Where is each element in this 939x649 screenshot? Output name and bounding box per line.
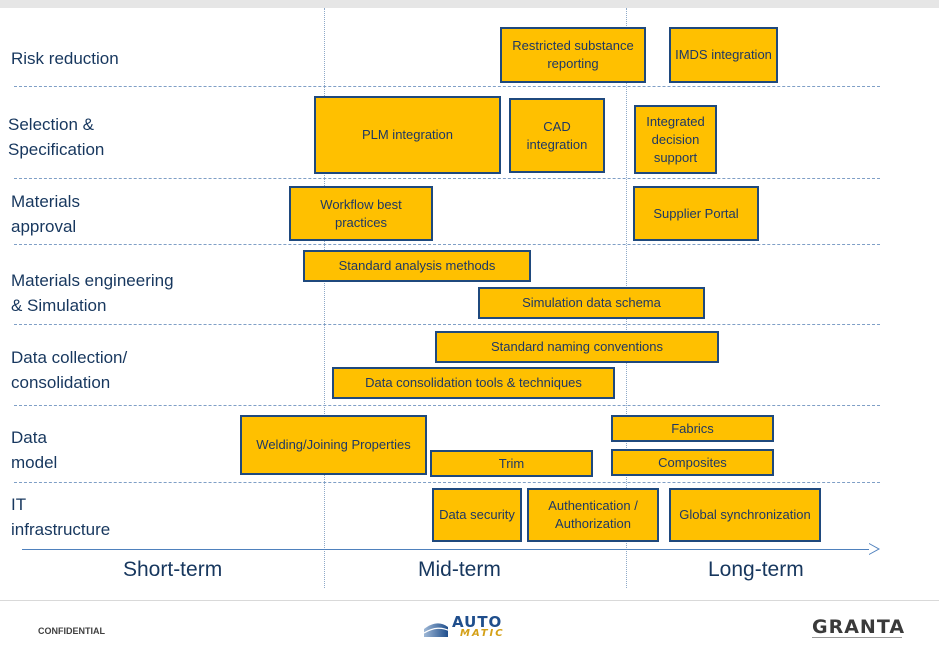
box-trim: Trim	[430, 450, 593, 477]
row-label-it-infrastructure: IT infrastructure	[11, 495, 111, 539]
row-separator	[14, 324, 880, 325]
footer-divider	[0, 600, 939, 601]
timeline-mid-term: Mid-term	[418, 558, 501, 581]
logo-granta-text: GRANTA	[812, 616, 906, 638]
box-welding-joining-properties: Welding/Joining Properties	[240, 415, 427, 475]
box-simulation-data-schema: Simulation data schema	[478, 287, 705, 319]
granta-logo-underline	[812, 637, 902, 638]
logo-matic-text: MATIC	[460, 628, 505, 639]
box-restricted-substance-reporting: Restricted substance reporting	[500, 27, 646, 83]
short-mid-divider	[324, 8, 325, 588]
timeline-long-term: Long-term	[708, 558, 804, 581]
top-bar	[0, 0, 939, 8]
granta-logo: GRANTA	[812, 616, 912, 640]
row-separator	[14, 178, 880, 179]
box-plm-integration: PLM integration	[314, 96, 501, 174]
row-label-data-model: Data model	[11, 428, 58, 472]
row-label-materials-engineering: Materials engineering & Simulation	[11, 271, 174, 315]
box-standard-analysis-methods: Standard analysis methods	[303, 250, 531, 282]
timeline-short-term: Short-term	[123, 558, 223, 581]
box-standard-naming-conventions: Standard naming conventions	[435, 331, 719, 363]
timeline-axis	[22, 549, 872, 550]
row-separator	[14, 86, 880, 87]
row-separator	[14, 405, 880, 406]
box-workflow-best-practices: Workflow best practices	[289, 186, 433, 241]
row-label-selection-specification: Selection & Specification	[8, 115, 105, 159]
automatic-logo: AUTO MATIC	[423, 613, 524, 641]
box-fabrics: Fabrics	[611, 415, 774, 442]
row-separator	[14, 482, 880, 483]
row-label-data-collection: Data collection/ consolidation	[11, 348, 128, 392]
row-label-risk-reduction: Risk reduction	[11, 49, 119, 68]
box-global-synchronization: Global synchronization	[669, 488, 821, 542]
box-composites: Composites	[611, 449, 774, 476]
box-supplier-portal: Supplier Portal	[633, 186, 759, 241]
row-separator	[14, 244, 880, 245]
box-imds-integration: IMDS integration	[669, 27, 778, 83]
box-integrated-decision-support: Integrated decision support	[634, 105, 717, 174]
box-cad-integration: CAD integration	[509, 98, 605, 173]
box-data-security: Data security	[432, 488, 522, 542]
box-data-consolidation-tools: Data consolidation tools & techniques	[332, 367, 615, 399]
timeline-arrow-icon	[869, 543, 880, 555]
confidential-label: CONFIDENTIAL	[38, 626, 105, 636]
logo-auto-text: AUTO	[452, 613, 503, 631]
box-authentication-authorization: Authentication / Authorization	[527, 488, 659, 542]
row-label-materials-approval: Materials approval	[11, 192, 80, 236]
